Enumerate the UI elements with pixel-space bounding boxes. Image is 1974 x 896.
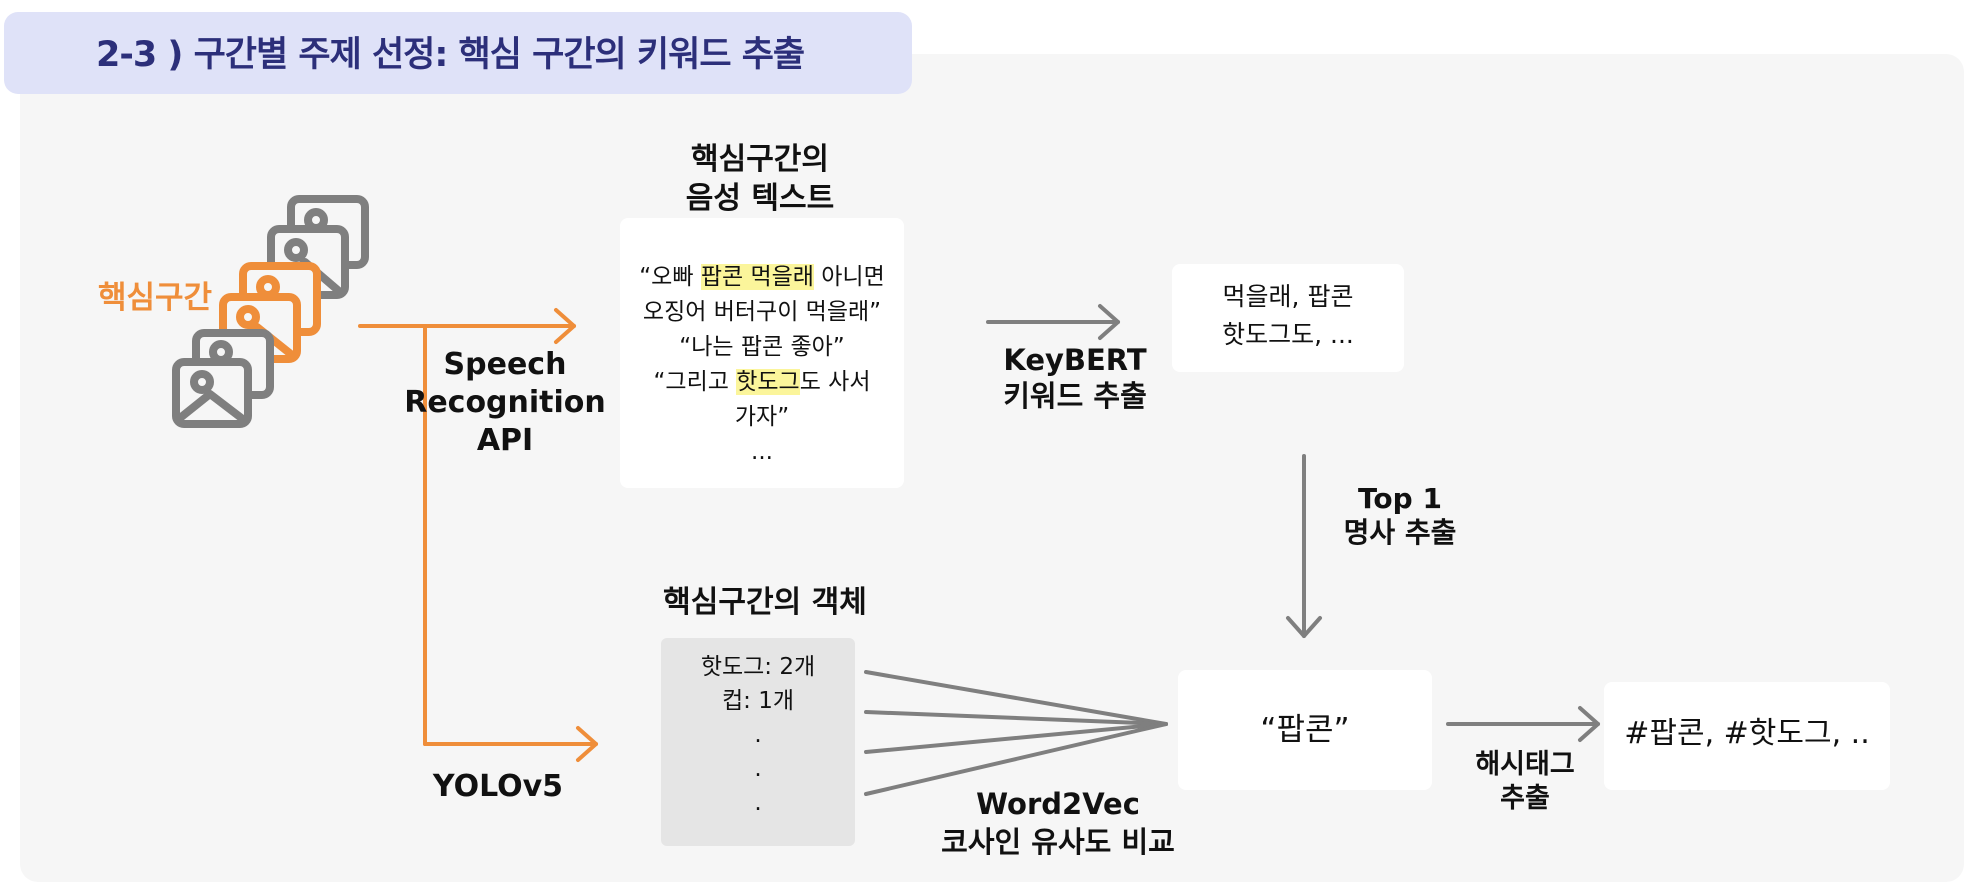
section-title-box bbox=[4, 12, 912, 94]
speech-line-3: “나는 팝콘 좋아” bbox=[679, 334, 845, 360]
objects-title: 핵심구간의 객체 bbox=[663, 585, 867, 620]
speech-api-label: Speech Recognition API bbox=[400, 346, 610, 460]
object-item: . bbox=[754, 790, 762, 816]
speech-api-line1: Speech bbox=[443, 347, 567, 382]
top1-line1: Top 1 bbox=[1358, 482, 1442, 515]
speech-text-title: 핵심구간의 음성 텍스트 bbox=[635, 140, 885, 218]
highlight-phrase: 팝콘 먹을래 bbox=[700, 264, 814, 290]
result-word: “팝콘” bbox=[1260, 712, 1350, 748]
yolo-label: YOLOv5 bbox=[432, 769, 564, 804]
word2vec-line1: Word2Vec bbox=[976, 787, 1140, 821]
word2vec-line2: 코사인 유사도 비교 bbox=[941, 825, 1175, 859]
speech-text-title-line1: 핵심구간의 bbox=[691, 142, 829, 177]
top1-label: Top 1 명사 추출 bbox=[1320, 482, 1480, 550]
result-box: “팝콘” bbox=[1178, 670, 1432, 790]
object-item: 핫도그: 2개 bbox=[700, 654, 816, 680]
speech-text-card: “오빠 팝콘 먹을래 아니면 오징어 버터구이 먹을래” “나는 팝콘 좋아” … bbox=[620, 218, 904, 488]
speech-line-2: 오징어 버터구이 먹을래” bbox=[642, 299, 882, 325]
object-item: . bbox=[754, 722, 762, 748]
speech-line-5: 가자” bbox=[734, 404, 790, 430]
hashtags-text: #팝콘, #핫도그, .. bbox=[1624, 716, 1870, 751]
speech-line-1: “오빠 팝콘 먹을래 아니면 bbox=[639, 264, 885, 290]
object-item: 컵: 1개 bbox=[721, 688, 794, 714]
speech-text-title-line2: 음성 텍스트 bbox=[685, 181, 835, 216]
keywords-box: 먹을래, 팝콘 핫도그도, ... bbox=[1172, 264, 1404, 372]
keywords-line2: 핫도그도, ... bbox=[1222, 320, 1354, 349]
keybert-line1: KeyBERT bbox=[1003, 343, 1147, 377]
speech-line-6: ... bbox=[751, 439, 773, 465]
hashtag-label: 해시태그 추출 bbox=[1450, 748, 1600, 816]
speech-api-line2: Recognition bbox=[404, 385, 606, 420]
objects-card: 핫도그: 2개 컵: 1개 . . . bbox=[661, 638, 855, 846]
keybert-line2: 키워드 추출 bbox=[1003, 379, 1147, 413]
core-section-label: 핵심구간 bbox=[98, 280, 213, 316]
section-title: 2-3 ) 구간별 주제 선정: 핵심 구간의 키워드 추출 bbox=[96, 35, 805, 75]
keywords-line1: 먹을래, 팝콘 bbox=[1222, 282, 1354, 311]
orange-flow-arrows bbox=[358, 308, 598, 762]
object-item: . bbox=[754, 756, 762, 782]
speech-api-line3: API bbox=[476, 423, 534, 458]
hashtags-box: #팝콘, #핫도그, .. bbox=[1604, 682, 1890, 790]
gray-flow-arrows bbox=[864, 304, 1600, 796]
image-stack-icon bbox=[172, 195, 369, 428]
hashtag-line2: 추출 bbox=[1500, 783, 1550, 814]
speech-line-4: “그리고 핫도그도 사서 bbox=[653, 369, 871, 395]
highlight-phrase: 핫도그 bbox=[736, 369, 800, 395]
word2vec-label: Word2Vec 코사인 유사도 비교 bbox=[908, 785, 1208, 861]
hashtag-line1: 해시태그 bbox=[1475, 749, 1575, 780]
top1-line2: 명사 추출 bbox=[1343, 516, 1457, 549]
keybert-label: KeyBERT 키워드 추출 bbox=[960, 342, 1190, 414]
